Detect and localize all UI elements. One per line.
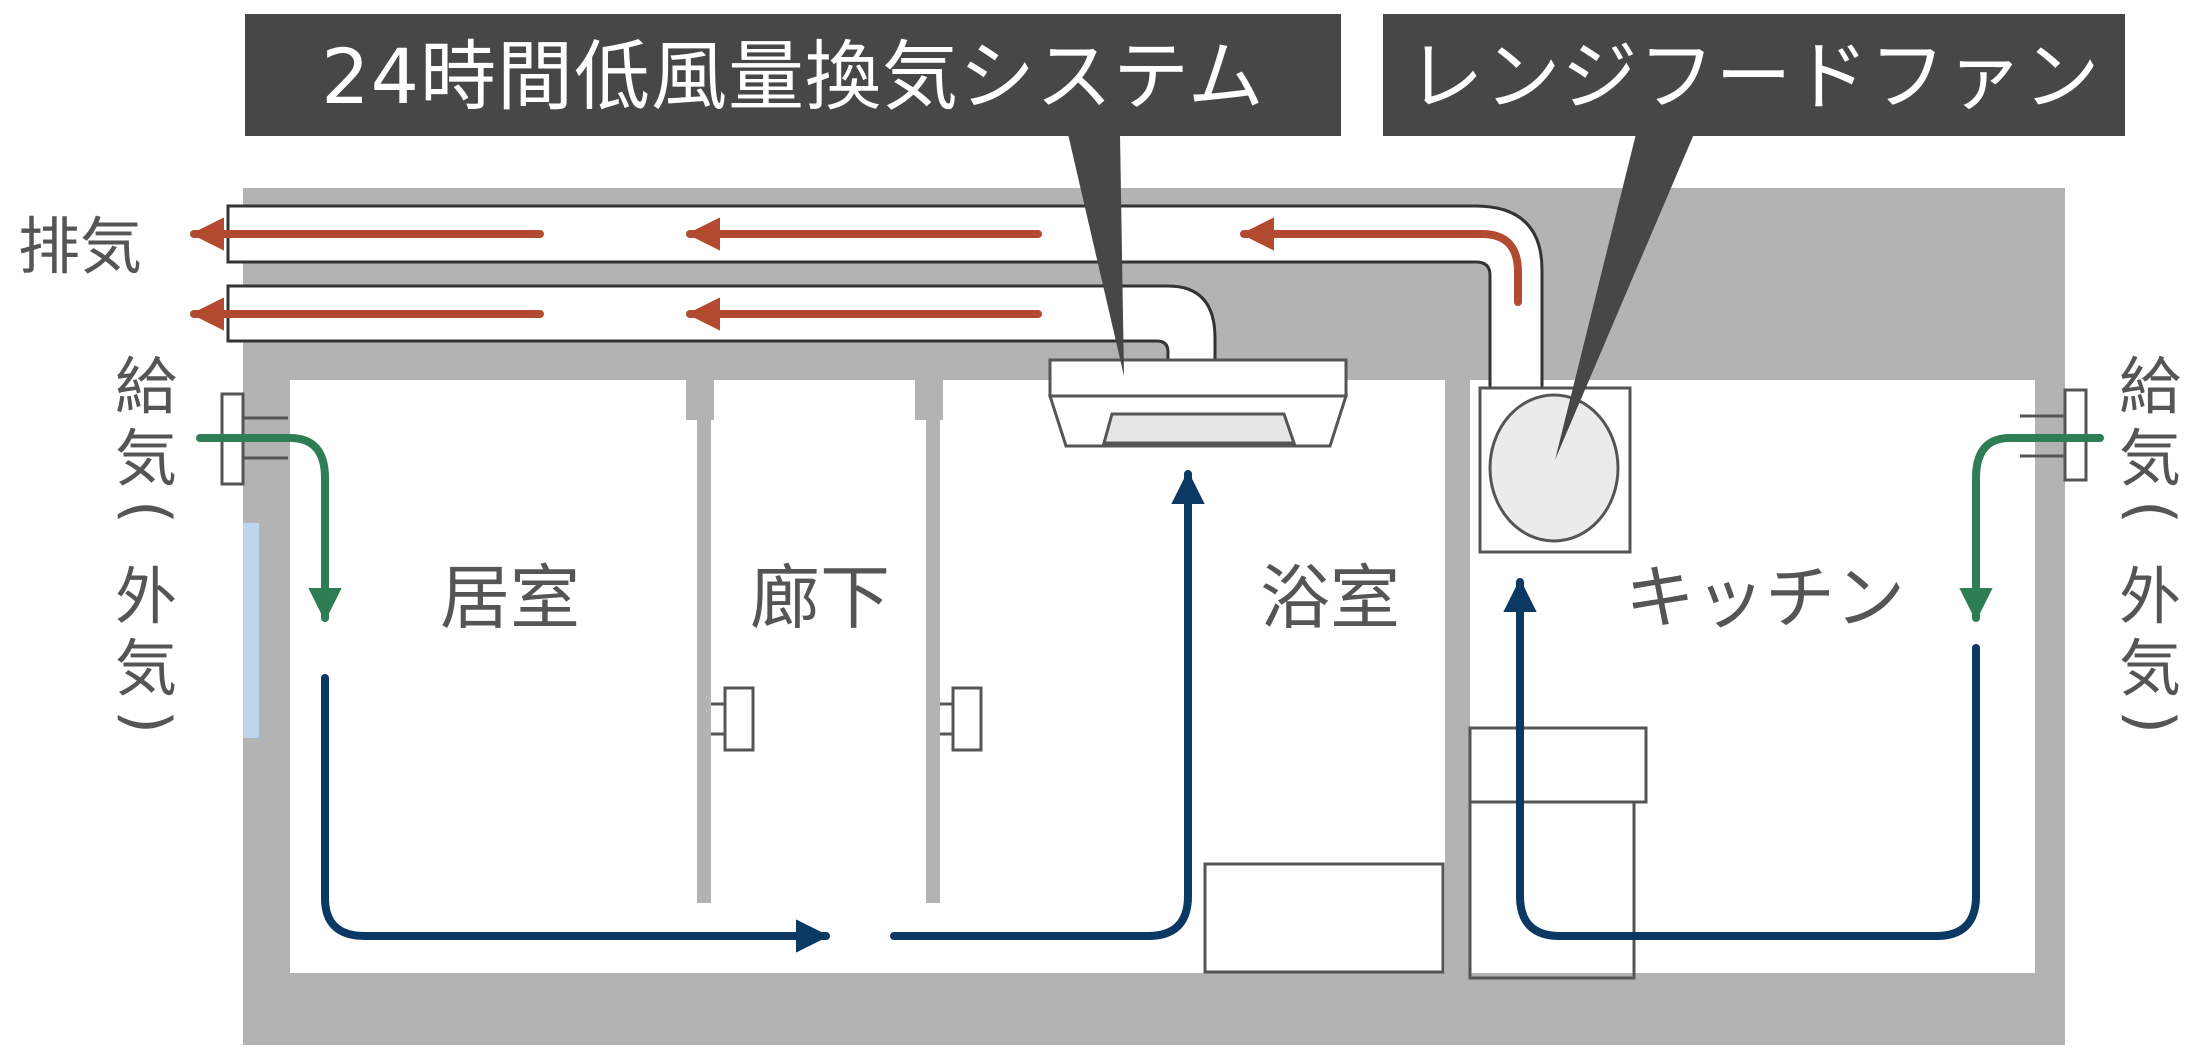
callout-ventilation-system-text: 24時間低風量換気システム [321,32,1264,121]
indoor-flow-arrows [321,470,1980,953]
room-label-living: 居室 [440,557,580,639]
range-hood-fan [1478,386,1632,554]
svg-text:): ) [111,710,184,734]
svg-text:(: ( [2115,500,2188,524]
supply-arrows [196,434,2104,622]
kitchen-counter [1468,726,1648,980]
left-wall-lower-block [243,738,290,743]
exhaust-arrow-upper-kitchen [1240,217,1522,306]
svg-text:気: 気 [2119,632,2181,705]
callout-ventilation-system: 24時間低風量換気システム [245,14,1341,376]
svg-text:外: 外 [2119,560,2181,633]
callout-range-hood-fan: レンジフードファン [1383,14,2125,460]
svg-text:気: 気 [2119,422,2181,495]
door-vent-1 [711,686,755,752]
supply-label-right: 給 気 ( 外 気 ) [2115,350,2188,734]
exhaust-arrows [190,217,1522,331]
room-label-hallway: 廊下 [750,557,890,639]
flow-arrow-hall-to-unit [890,470,1205,940]
partition-wall-2 [926,420,940,903]
callout-range-hood-fan-text: レンジフードファン [1408,32,2101,121]
flow-arrow-kitchen-to-hood [1503,578,1980,940]
svg-text:(: ( [111,500,184,524]
partition-wall-1 [697,420,711,903]
partition-cap-1 [686,380,714,420]
room-label-kitchen: キッチン [1625,557,1905,639]
supply-label-left: 給 気 ( 外 気 ) [111,350,184,734]
ventilation-unit [1047,358,1349,448]
bath-tub [1203,862,1445,974]
room-label-bathroom: 浴室 [1260,557,1400,639]
svg-text:外: 外 [115,560,177,633]
flow-arrow-living-to-hall [321,674,830,953]
svg-text:気: 気 [115,632,177,705]
left-window [243,523,259,738]
svg-text:気: 気 [115,422,177,495]
partition-cap-2 [915,380,943,420]
exhaust-label: 排気 [18,210,142,283]
svg-text:給: 給 [115,350,177,423]
exhaust-duct-upper [226,204,1544,390]
svg-text:給: 給 [2119,350,2181,423]
svg-text:): ) [2115,710,2188,734]
supply-arrow-left [196,434,342,622]
supply-arrow-right [1959,434,2104,622]
door-vent-2 [940,686,983,752]
